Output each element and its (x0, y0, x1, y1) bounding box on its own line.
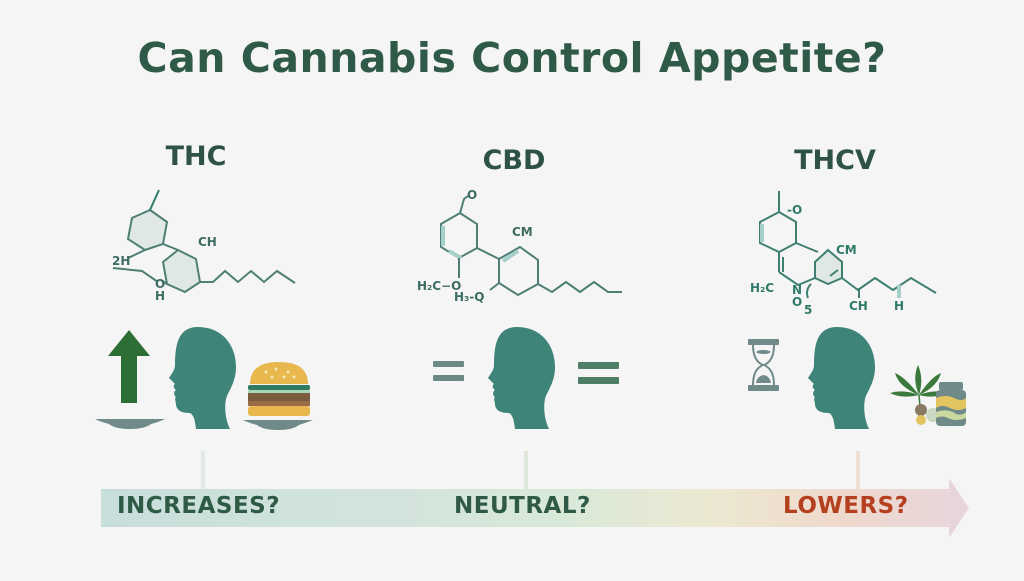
compound-name-thc: THC (165, 141, 227, 172)
supplement-jar-icon (936, 382, 966, 426)
page-title: Can Cannabis Control Appetite? (137, 34, 887, 82)
effect-label-lowers: LOWERS? (783, 493, 909, 519)
compound-name-thcv: THCV (794, 145, 876, 176)
plate-icon (95, 419, 165, 429)
thcv-label-h: H (894, 299, 904, 313)
thcv-label-5: 5 (804, 303, 812, 317)
appetite-effect-scale (101, 489, 949, 527)
cbd-label-h3q: H₃-Q (454, 290, 484, 304)
equals-icon (578, 362, 619, 384)
thcv-label-n: N (792, 283, 802, 297)
thc-tick-line (201, 451, 205, 489)
cannabis-leaf-icon (890, 365, 946, 407)
cbd-label-cm: CM (512, 225, 533, 239)
cbd-label-h2co: H₂C−O (417, 279, 461, 293)
thcv-label-ch: CH (849, 299, 868, 313)
cbd-label-o: O (467, 188, 477, 202)
thc-label-h: H (155, 289, 165, 303)
thcv-label-h2c: H₂C (750, 281, 774, 295)
thc-label-o: O (155, 277, 165, 291)
head-profile-icon (169, 327, 236, 429)
head-profile-icon (808, 327, 875, 429)
up-arrow-icon (108, 330, 150, 403)
burger-icon (248, 362, 310, 416)
head-profile-icon (488, 327, 555, 429)
thcv-label-o: -O (787, 203, 802, 217)
thcv-label-cm: CM (836, 243, 857, 257)
plate-icon (243, 420, 313, 430)
thc-label-ch: CH (198, 235, 217, 249)
thcv-tick-line (856, 451, 860, 489)
effect-label-increases: INCREASES? (117, 493, 281, 519)
thc-label-2h: 2H (112, 254, 130, 268)
scale-arrowhead-icon (949, 478, 969, 538)
effect-label-neutral: NEUTRAL? (454, 493, 591, 519)
compound-name-cbd: CBD (482, 145, 546, 176)
thcv-label-o2: O (792, 295, 802, 309)
equals-icon (433, 361, 464, 381)
hourglass-icon (748, 339, 779, 391)
cbd-tick-line (524, 451, 528, 489)
